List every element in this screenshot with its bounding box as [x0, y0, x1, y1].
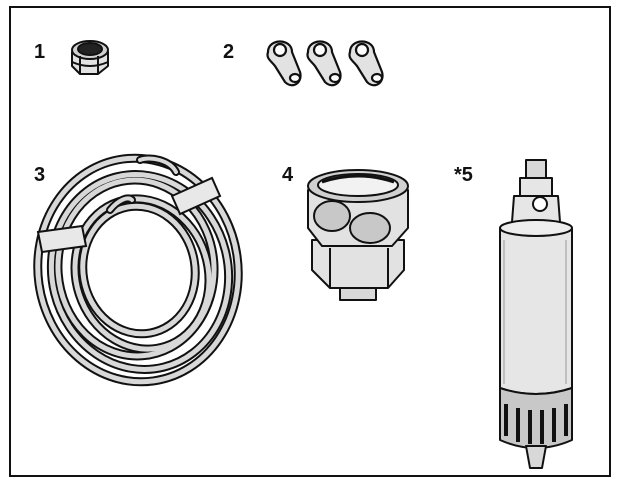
part-label-2: 2	[223, 41, 235, 63]
part-label-4: 4	[282, 164, 294, 186]
part-label-5: *5	[454, 164, 473, 186]
part-label-1: 1	[34, 41, 46, 63]
part-label-3: 3	[34, 164, 46, 186]
